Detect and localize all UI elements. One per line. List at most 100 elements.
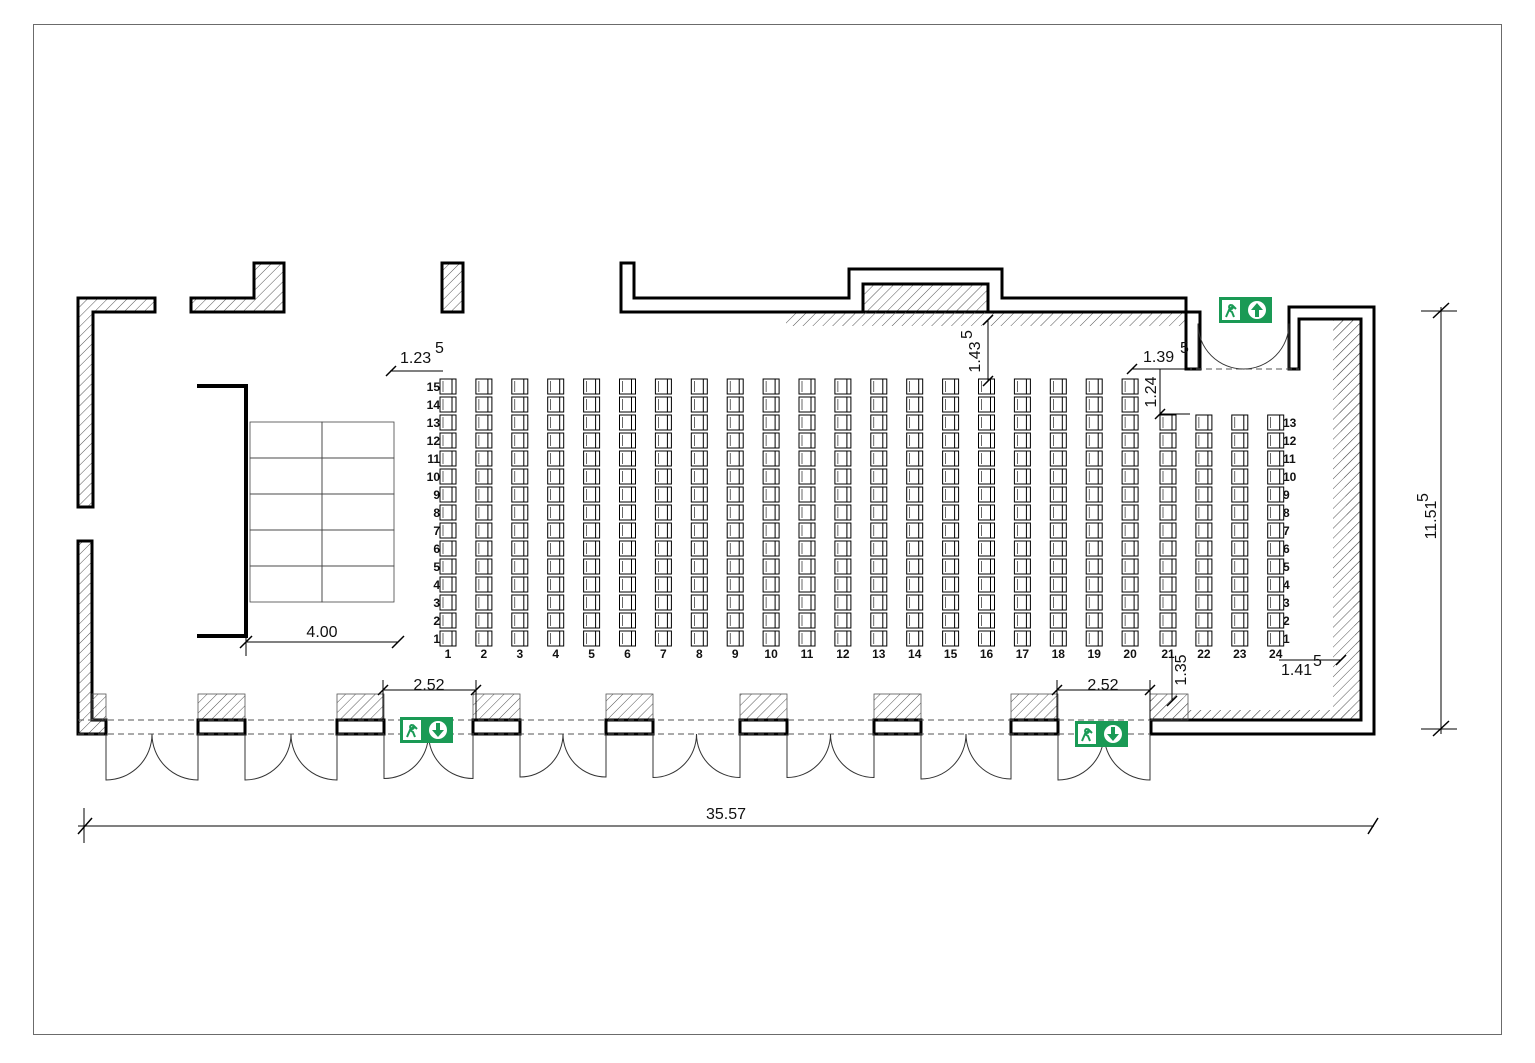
seat	[906, 540, 924, 557]
row-label: 1	[433, 632, 440, 646]
seat	[870, 414, 888, 431]
seat	[1013, 522, 1031, 539]
seat	[834, 468, 852, 485]
seat	[726, 612, 744, 629]
exit-sign-bottom-right	[1075, 721, 1128, 747]
seat	[762, 576, 780, 593]
seat	[834, 504, 852, 521]
seat	[834, 594, 852, 611]
beam-hatch	[786, 312, 1186, 326]
seat	[870, 612, 888, 629]
seat	[439, 396, 457, 413]
seat	[1049, 432, 1067, 449]
row-label: 4	[1283, 578, 1290, 592]
seat	[511, 378, 529, 395]
seat	[439, 612, 457, 629]
seat	[870, 504, 888, 521]
dim-total-length: 35.57	[706, 806, 746, 823]
row-label: 7	[1283, 524, 1290, 538]
seat	[726, 414, 744, 431]
seat	[654, 540, 672, 557]
seat	[690, 396, 708, 413]
exit-sign-bottom-left	[400, 717, 453, 743]
seat	[1267, 612, 1285, 629]
seat	[762, 468, 780, 485]
stage-panel	[249, 457, 323, 495]
seat	[798, 450, 816, 467]
wall-top-l-piece	[189, 261, 286, 314]
seat	[1049, 504, 1067, 521]
stage-platform-grid	[249, 421, 395, 603]
seat	[1231, 450, 1249, 467]
row-label: 2	[1283, 614, 1290, 628]
seat	[619, 594, 636, 611]
seat	[978, 450, 995, 467]
seat	[726, 486, 744, 503]
doors	[105, 323, 1290, 781]
column-label: 2	[481, 647, 488, 661]
seat	[583, 540, 601, 557]
seat	[906, 486, 924, 503]
seat	[439, 576, 457, 593]
wall-top-left	[76, 296, 157, 509]
seat	[654, 432, 672, 449]
seat	[511, 522, 529, 539]
seat	[1013, 432, 1031, 449]
running-man-icon	[1225, 304, 1237, 318]
dim-upper-right-aisle: 1.24	[1143, 376, 1160, 407]
seat	[619, 450, 636, 467]
seat	[1121, 432, 1139, 449]
pillar-hatch	[197, 693, 246, 721]
seat	[942, 414, 960, 431]
seat	[762, 378, 780, 395]
seat	[1121, 450, 1139, 467]
seat	[726, 594, 744, 611]
seat	[1013, 414, 1031, 431]
seat	[762, 558, 780, 575]
seat	[690, 414, 708, 431]
stage-panel	[321, 457, 395, 495]
seat	[654, 414, 672, 431]
seat	[1267, 576, 1285, 593]
seat	[762, 396, 780, 413]
seat	[798, 540, 816, 557]
seat	[870, 378, 888, 395]
seat	[798, 558, 816, 575]
seat	[834, 432, 852, 449]
seat	[1121, 504, 1139, 521]
seat	[942, 558, 960, 575]
seat	[583, 432, 601, 449]
seat	[1085, 630, 1103, 647]
seat	[978, 414, 995, 431]
seat	[547, 504, 565, 521]
seat	[690, 540, 708, 557]
seat	[1121, 594, 1139, 611]
column-label: 23	[1233, 647, 1247, 661]
seat	[762, 414, 780, 431]
seat	[834, 612, 852, 629]
dim-total-width: 11.51	[1423, 500, 1440, 539]
seat	[619, 630, 636, 647]
column-label: 8	[696, 647, 703, 661]
seat	[439, 540, 457, 557]
exit-sign-top	[1219, 297, 1272, 323]
seat	[834, 396, 852, 413]
seat	[834, 450, 852, 467]
column-label: 7	[660, 647, 667, 661]
seat	[1121, 540, 1139, 557]
seat	[726, 522, 744, 539]
seat	[511, 630, 529, 647]
seat	[547, 612, 565, 629]
seat	[1159, 414, 1177, 431]
seat	[1159, 468, 1177, 485]
row-label: 4	[433, 578, 440, 592]
seat	[906, 522, 924, 539]
seat	[798, 630, 816, 647]
seat	[1121, 378, 1139, 395]
seat	[690, 378, 708, 395]
seat	[583, 414, 601, 431]
row-label: 12	[427, 434, 441, 448]
wall-top-pillar	[440, 261, 465, 314]
seat	[1121, 486, 1139, 503]
seat	[511, 396, 529, 413]
